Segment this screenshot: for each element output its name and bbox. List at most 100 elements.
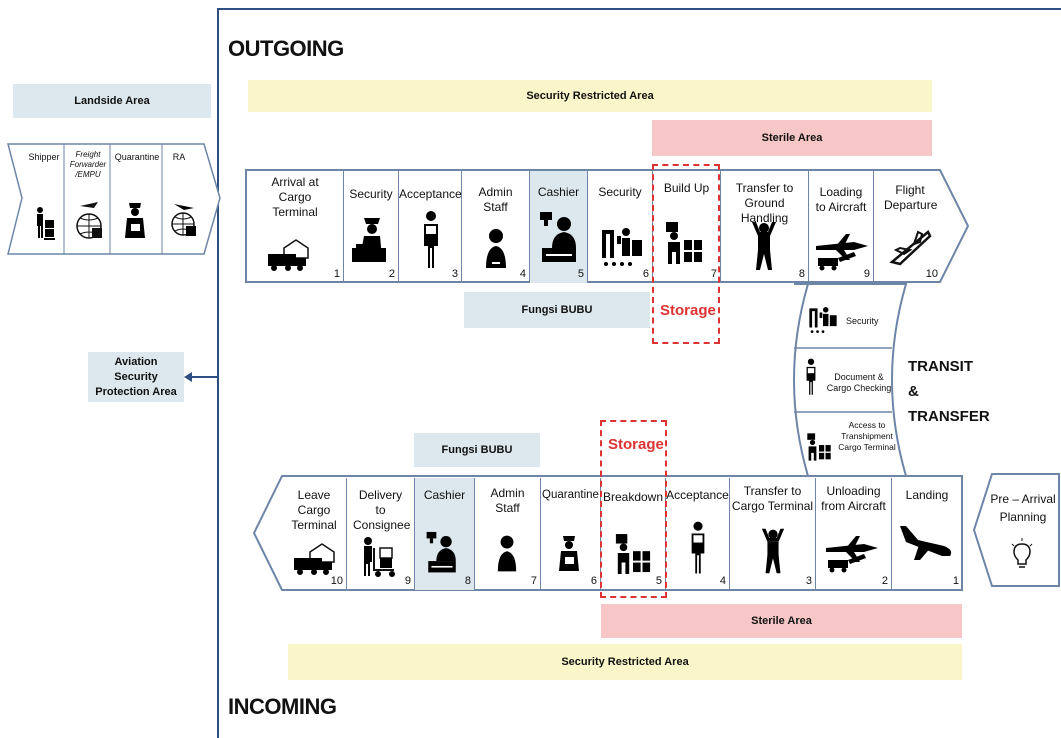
step-label: Leave Cargo Terminal xyxy=(291,488,337,532)
outgoing-step-8: Transfer to Ground Handling 8 xyxy=(721,171,809,283)
incoming-step-1: Landing 1 xyxy=(892,478,962,590)
landside-item-label: Quarantine xyxy=(114,152,160,162)
step-number: 2 xyxy=(388,268,395,280)
step-label: Landing xyxy=(905,488,949,502)
step-number: 6 xyxy=(590,575,597,587)
step-label: Unloading from Aircraft xyxy=(821,484,886,513)
step-number: 4 xyxy=(719,575,726,587)
landside-item-label: Freight Forwarder /EMPU xyxy=(69,150,107,179)
worker-boxes-icon xyxy=(807,433,831,461)
incoming-step-7: Admin Staff 7 xyxy=(475,478,541,590)
step-label: Flight Departure xyxy=(884,183,938,212)
step-number: 7 xyxy=(710,268,717,280)
outgoing-storage-label: Storage xyxy=(660,302,716,319)
step-label: Acceptance xyxy=(666,488,729,502)
step-label: Breakdown xyxy=(602,490,664,504)
pre-arrival-label: Pre – Arrival Planning xyxy=(990,492,1056,524)
lightbulb-icon xyxy=(1011,538,1033,568)
worker-boxes-icon xyxy=(615,534,651,574)
step-label: Admin Staff xyxy=(478,185,513,214)
clerk-icon xyxy=(691,521,705,574)
aircraft-loading-icon xyxy=(826,536,878,573)
transit-item-security: Security xyxy=(846,316,879,326)
security-officer-icon xyxy=(352,218,386,262)
outgoing-step-3: Acceptance 3 xyxy=(399,171,462,283)
arrow-left-icon xyxy=(184,372,218,382)
step-label: Security xyxy=(598,185,642,199)
incoming-security-restricted-band: Security Restricted Area xyxy=(288,644,962,680)
globe-plane-icon xyxy=(171,204,196,236)
step-number: 1 xyxy=(952,575,959,587)
outgoing-storage-box xyxy=(652,164,720,344)
aviation-security-area: Aviation Security Protection Area xyxy=(88,352,184,402)
xray-scanner-icon xyxy=(809,307,837,333)
clerk-icon xyxy=(806,358,816,395)
landside-item-forwarder: Freight Forwarder /EMPU xyxy=(66,150,110,180)
outgoing-step-5: Cashier 5 xyxy=(530,171,588,283)
handcart-icon xyxy=(364,537,395,577)
step-number: 10 xyxy=(330,575,343,587)
landside-chevron xyxy=(7,143,221,255)
step-label: Cashier xyxy=(423,488,466,502)
step-label: Transfer to Cargo Terminal xyxy=(731,484,814,513)
incoming-step-3: Transfer to Cargo Terminal 3 xyxy=(730,478,816,590)
officer-icon xyxy=(559,536,579,571)
step-number: 9 xyxy=(863,268,870,280)
shipper-icon xyxy=(37,207,55,240)
outgoing-step-7: Build Up 7 xyxy=(653,171,721,283)
step-label: Quarantine xyxy=(542,489,599,501)
incoming-title: INCOMING xyxy=(228,694,337,719)
step-number: 2 xyxy=(881,575,888,587)
step-label: Transfer to Ground Handling xyxy=(735,181,794,225)
step-number: 5 xyxy=(577,268,584,280)
landside-item-label: Shipper xyxy=(28,152,60,162)
landside-item-ra: RA xyxy=(164,152,194,162)
landing-plane-icon xyxy=(900,526,952,560)
step-number: 10 xyxy=(925,268,938,280)
landside-area-band: Landside Area xyxy=(13,84,211,118)
step-number: 4 xyxy=(519,268,526,280)
outgoing-step-4: Admin Staff 4 xyxy=(462,171,530,283)
marshaller-icon xyxy=(752,222,776,270)
frame-top xyxy=(217,8,1061,10)
truck-warehouse-icon xyxy=(294,543,335,575)
step-number: 7 xyxy=(530,575,537,587)
transit-item-access: Access to Transhipment Cargo Terminal xyxy=(838,420,896,452)
step-number: 3 xyxy=(805,575,812,587)
globe-box-icon xyxy=(76,202,102,239)
incoming-storage-label: Storage xyxy=(608,436,664,453)
person-icon xyxy=(486,229,506,268)
incoming-step-9: Delivery to Consignee 9 xyxy=(347,478,415,590)
transit-transfer-title: TRANSIT & TRANSFER xyxy=(908,358,990,425)
outgoing-title: OUTGOING xyxy=(228,36,344,61)
step-number: 5 xyxy=(655,575,662,587)
incoming-storage-box xyxy=(600,420,667,598)
landside-item-quarantine: Quarantine xyxy=(112,152,162,162)
step-label: Acceptance xyxy=(399,187,462,201)
outgoing-sterile-band: Sterile Area xyxy=(652,120,932,156)
clerk-icon xyxy=(424,211,438,268)
truck-warehouse-icon xyxy=(268,239,309,271)
xray-scanner-icon xyxy=(602,228,642,266)
incoming-step-10: Leave Cargo Terminal 10 xyxy=(282,478,347,590)
cashier-icon xyxy=(426,531,456,573)
step-label: Cashier xyxy=(537,185,580,199)
outgoing-step-10: Flight Departure 10 xyxy=(874,171,946,283)
aircraft-loading-icon xyxy=(816,234,868,271)
outgoing-step-9: Loading to Aircraft 9 xyxy=(809,171,874,283)
person-icon xyxy=(497,535,517,572)
incoming-step-2: Unloading from Aircraft 2 xyxy=(816,478,892,590)
worker-boxes-icon xyxy=(666,222,702,264)
frame-divider xyxy=(217,8,219,738)
pre-arrival-chevron xyxy=(972,473,1060,587)
incoming-step-4: Acceptance 4 xyxy=(666,478,730,590)
departure-plane-icon xyxy=(889,230,932,266)
step-label: Security xyxy=(349,187,393,201)
step-label: Delivery to Consignee xyxy=(353,488,411,532)
incoming-fungsi-bubu: Fungsi BUBU xyxy=(414,433,540,467)
incoming-sterile-band: Sterile Area xyxy=(601,604,962,638)
step-number: 6 xyxy=(642,268,649,280)
step-label: Build Up xyxy=(663,181,710,195)
step-number: 3 xyxy=(451,268,458,280)
transit-item-document: Document & Cargo Checking xyxy=(826,372,892,393)
